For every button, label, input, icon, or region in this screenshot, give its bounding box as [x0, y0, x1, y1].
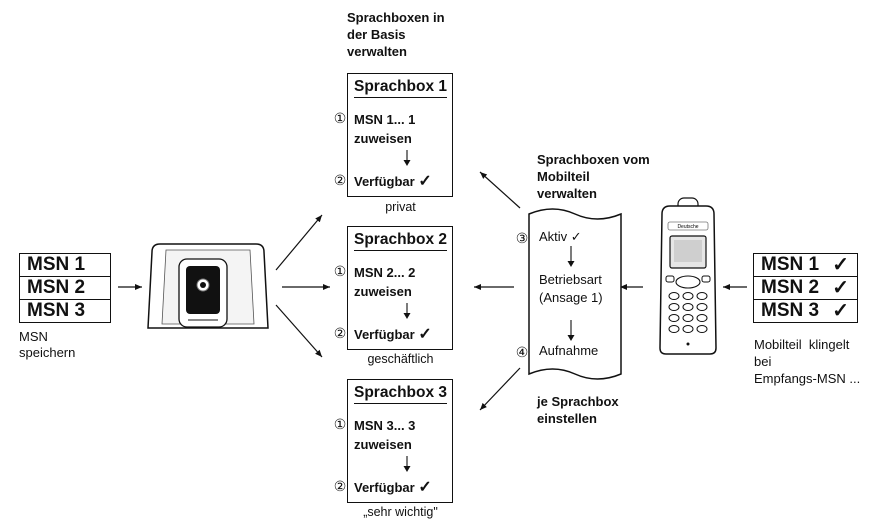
sprachbox-2-down-arrow [403, 303, 411, 319]
right-msn-row-1: MSN 1 ✓ [754, 254, 857, 277]
sprachbox-2-assign-line2: zuweisen [354, 284, 412, 299]
right-caption-1: Mobilteil klingelt [754, 337, 850, 352]
sprachbox-3-assign-line1: MSN 3... 3 [354, 418, 416, 433]
right-msn-row-3-label: MSN 3 [761, 300, 820, 321]
sprachbox-3-available: Verfügbar ✓ [354, 477, 432, 497]
right-msn-box: MSN 1 ✓ MSN 2 ✓ MSN 3 ✓ [753, 253, 858, 323]
step-two-marker-3: ② [333, 478, 347, 494]
sprachbox-1-available-text: Verfügbar [354, 174, 415, 189]
left-msn-row-3: MSN 3 [27, 300, 86, 321]
scroll-betriebsart: Betriebsart [539, 272, 602, 287]
base-heading-2: der Basis [347, 27, 406, 42]
sprachbox-3-down-arrow [403, 456, 411, 472]
step-one-marker-2: ① [333, 263, 347, 279]
sprachbox-1-assign-line2: zuweisen [354, 131, 412, 146]
handset-heading-1: Sprachboxen vom [537, 152, 650, 167]
step-one-marker-3: ① [333, 416, 347, 432]
right-caption-3: Empfangs-MSN ... [754, 371, 861, 386]
base-station-icon [147, 243, 269, 329]
sprachbox-3-title: Sprachbox 3 [354, 384, 448, 404]
right-msn-row-1-label: MSN 1 [761, 254, 820, 275]
base-heading-1: Sprachboxen in [347, 10, 445, 25]
sprachbox-3-check-icon: ✓ [418, 479, 432, 496]
sprachbox-3-card: Sprachbox 3 MSN 3... 3 zuweisen Verfügba… [347, 379, 453, 503]
right-msn-row-1-check-icon: ✓ [832, 254, 849, 276]
sprachbox-1-assign: MSN 1... 1 zuweisen [354, 110, 415, 148]
arrow-scroll-to-box3 [479, 367, 521, 411]
arrow-scroll-to-box1 [479, 171, 521, 209]
sprachbox-3-available-text: Verfügbar [354, 480, 415, 495]
base-heading-3: verwalten [347, 44, 407, 59]
sprachbox-1-assign-line1: MSN 1... 1 [354, 112, 416, 127]
sprachbox-1-down-arrow [403, 150, 411, 166]
handset-brand-label: Deutsche [677, 224, 698, 230]
handset-heading-2: Mobilteil [537, 169, 590, 184]
right-msn-row-2-label: MSN 2 [761, 277, 820, 298]
left-msn-row-1: MSN 1 [20, 254, 110, 277]
menu-scroll-shape [528, 208, 622, 380]
sprachbox-2-available-text: Verfügbar [354, 327, 415, 342]
sprachbox-3-caption: „sehr wichtig" [363, 505, 438, 519]
left-msn-caption-2: speichern [19, 345, 76, 360]
right-msn-row-2: MSN 2 ✓ [754, 277, 857, 300]
right-msn-row-3-check-icon: ✓ [832, 300, 849, 322]
handset-heading-3: verwalten [537, 186, 597, 201]
sprachbox-2-available: Verfügbar ✓ [354, 324, 432, 344]
right-caption-2: bei [754, 354, 772, 369]
step-three-marker: ③ [515, 230, 529, 246]
sprachbox-2-assign-line1: MSN 2... 2 [354, 265, 416, 280]
step-two-marker-1: ② [333, 172, 347, 188]
arrow-base-to-box1 [275, 214, 323, 271]
right-msn-row-2-check-icon: ✓ [832, 277, 849, 299]
sprachbox-1-title: Sprachbox 1 [354, 78, 448, 98]
sprachbox-3-assign-line2: zuweisen [354, 437, 412, 452]
setting-heading-2: einstellen [537, 411, 597, 426]
left-msn-caption-1: MSN [19, 329, 48, 344]
handset-icon: Deutsche [659, 197, 717, 355]
sprachbox-1-check-icon: ✓ [418, 173, 432, 190]
step-four-marker: ④ [515, 344, 529, 360]
sprachbox-2-title: Sprachbox 2 [354, 231, 448, 251]
sprachbox-2-assign: MSN 2... 2 zuweisen [354, 263, 415, 301]
sprachbox-1-caption: privat [385, 200, 416, 214]
sprachbox-3-assign: MSN 3... 3 zuweisen [354, 416, 415, 454]
sprachbox-2-card: Sprachbox 2 MSN 2... 2 zuweisen Verfügba… [347, 226, 453, 350]
left-msn-row-2: MSN 2 [20, 277, 110, 300]
scroll-ansage: (Ansage 1) [539, 290, 603, 305]
sprachbox-2-check-icon: ✓ [418, 326, 432, 343]
sprachbox-1-card: Sprachbox 1 MSN 1... 1 zuweisen Verfügba… [347, 73, 453, 197]
sprachbox-1-available: Verfügbar ✓ [354, 171, 432, 191]
setting-heading-1: je Sprachbox [537, 394, 619, 409]
left-msn-box: MSN 1 MSN 2 MSN 3 [19, 253, 111, 323]
step-one-marker-1: ① [333, 110, 347, 126]
step-two-marker-2: ② [333, 325, 347, 341]
sprachbox-2-caption: geschäftlich [367, 352, 434, 366]
scroll-aufnahme: Aufnahme [539, 343, 599, 358]
scroll-aktiv: Aktiv ✓ [539, 229, 582, 244]
arrow-base-to-box3 [275, 304, 323, 358]
right-msn-row-3: MSN 3 ✓ [754, 300, 857, 322]
